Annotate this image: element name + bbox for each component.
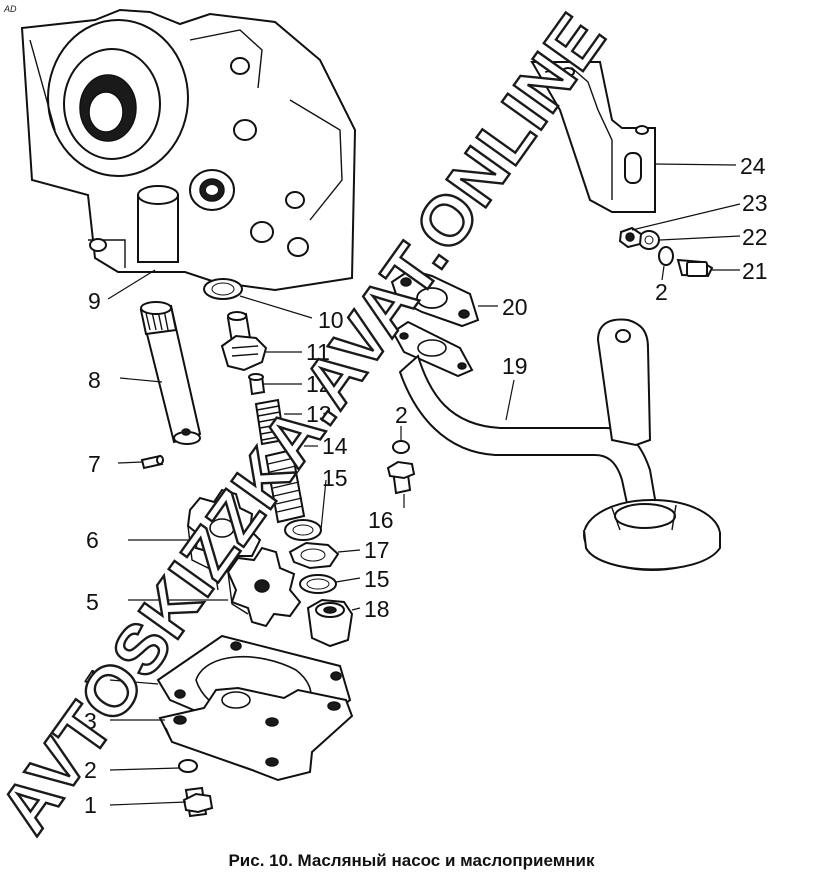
fitting-11-drawing: [220, 311, 268, 372]
label-11: 11: [306, 339, 330, 365]
figure-caption: Рис. 10. Масляный насос и маслоприемник: [228, 851, 595, 870]
gear-6-drawing: [186, 488, 262, 591]
oil-pickup-tube-drawing: [391, 318, 721, 571]
label-8: 8: [88, 367, 101, 393]
washer-2-bottom-drawing: [178, 759, 198, 773]
label-23: 23: [742, 190, 768, 216]
label-10: 10: [318, 307, 344, 333]
bolt-16-drawing: [386, 460, 416, 495]
cover-3-drawing: [158, 686, 354, 782]
label-13: 13: [306, 401, 332, 427]
part-labels: 1 2 3 4 5 6 7 8 9 10 11 12 13 14 15 16 1…: [84, 153, 768, 818]
washer-2-right-drawing: [658, 246, 674, 266]
spring-13-drawing: [254, 398, 286, 446]
label-20: 20: [502, 294, 528, 320]
label-16: 16: [368, 507, 394, 533]
label-4: 4: [84, 665, 97, 691]
label-2: 2: [84, 757, 97, 783]
corner-mark: AD: [3, 4, 17, 14]
bolt-1-drawing: [182, 786, 214, 818]
label-15-upper: 15: [322, 465, 348, 491]
washer-15-upper-drawing: [284, 519, 322, 541]
bracket-drawing: [530, 61, 656, 213]
label-12: 12: [306, 371, 332, 397]
label-15-lower: 15: [364, 566, 390, 592]
leader-lines: [107, 163, 741, 806]
washer-15-lower-drawing: [299, 574, 337, 594]
label-14: 14: [322, 433, 348, 459]
label-6: 6: [86, 527, 99, 553]
engine-block-drawing: [20, 8, 357, 292]
label-1: 1: [84, 792, 97, 818]
label-24: 24: [740, 153, 766, 179]
label-3: 3: [84, 708, 97, 734]
valve-12-drawing: [248, 373, 266, 396]
label-18: 18: [364, 596, 390, 622]
label-7: 7: [88, 451, 101, 477]
label-22: 22: [742, 224, 768, 250]
gear-5-drawing: [226, 546, 302, 628]
cap-nut-18-drawing: [306, 598, 354, 648]
washer-2-mid-drawing: [392, 440, 410, 454]
bolt-21-drawing: [676, 258, 714, 278]
label-21: 21: [742, 258, 768, 284]
nut-23-drawing: [618, 226, 643, 249]
ring-17-drawing: [288, 541, 340, 570]
pin-7-drawing: [140, 454, 164, 470]
label-19: 19: [502, 353, 528, 379]
label-17: 17: [364, 537, 390, 563]
label-9: 9: [88, 288, 101, 314]
label-2-mid: 2: [395, 402, 408, 428]
gasket-20-drawing: [390, 268, 480, 328]
shaft-8-drawing: [139, 301, 202, 445]
label-2-right: 2: [655, 279, 668, 305]
label-5: 5: [86, 589, 99, 615]
spring-14-drawing: [264, 448, 306, 524]
washer-10-drawing: [203, 278, 243, 300]
